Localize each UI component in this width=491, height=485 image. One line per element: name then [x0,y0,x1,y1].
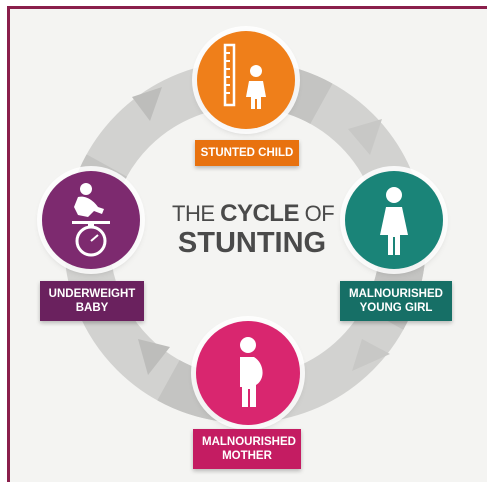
title-emphasis: CYCLE [220,200,299,227]
mother-label-text: MALNOURISHED MOTHER [202,436,296,462]
young-girl-label: MALNOURISHED YOUNG GIRL [340,281,452,321]
baby-label: UNDERWEIGHT BABY [40,281,144,321]
baby-circle [42,171,140,269]
stunted-child-circle [197,31,295,129]
baby-on-scale-icon [72,183,110,257]
mother-label: MALNOURISHED MOTHER [193,429,301,469]
diagram-title: THE CYCLE OF STUNTING [172,200,335,260]
baby-label-text: UNDERWEIGHT BABY [48,288,136,314]
stunted-child-label-text: STUNTED CHILD [200,147,294,159]
frame-border-top [7,6,487,9]
title-prefix: THE [172,201,215,226]
height-ruler-child-icon [223,43,266,109]
title-line-1: THE CYCLE OF [172,200,335,227]
pregnant-mother-icon [240,337,263,407]
arrow-chevron [138,339,170,375]
young-girl-circle [345,171,443,269]
frame-border-left [7,6,10,482]
title-line-2: STUNTING [177,227,327,259]
arrow-chevron [348,119,382,155]
title-suffix: OF [304,201,335,226]
arrow-chevron [132,87,162,121]
young-girl-label-text: MALNOURISHED YOUNG GIRL [349,288,443,314]
mother-circle [196,321,300,425]
inner-disc [117,114,373,370]
stunted-child-label: STUNTED CHILD [195,140,299,166]
young-girl-icon [380,187,408,255]
arrow-chevron [352,339,390,371]
diagram-canvas: THE CYCLE OF STUNTING [10,9,487,482]
